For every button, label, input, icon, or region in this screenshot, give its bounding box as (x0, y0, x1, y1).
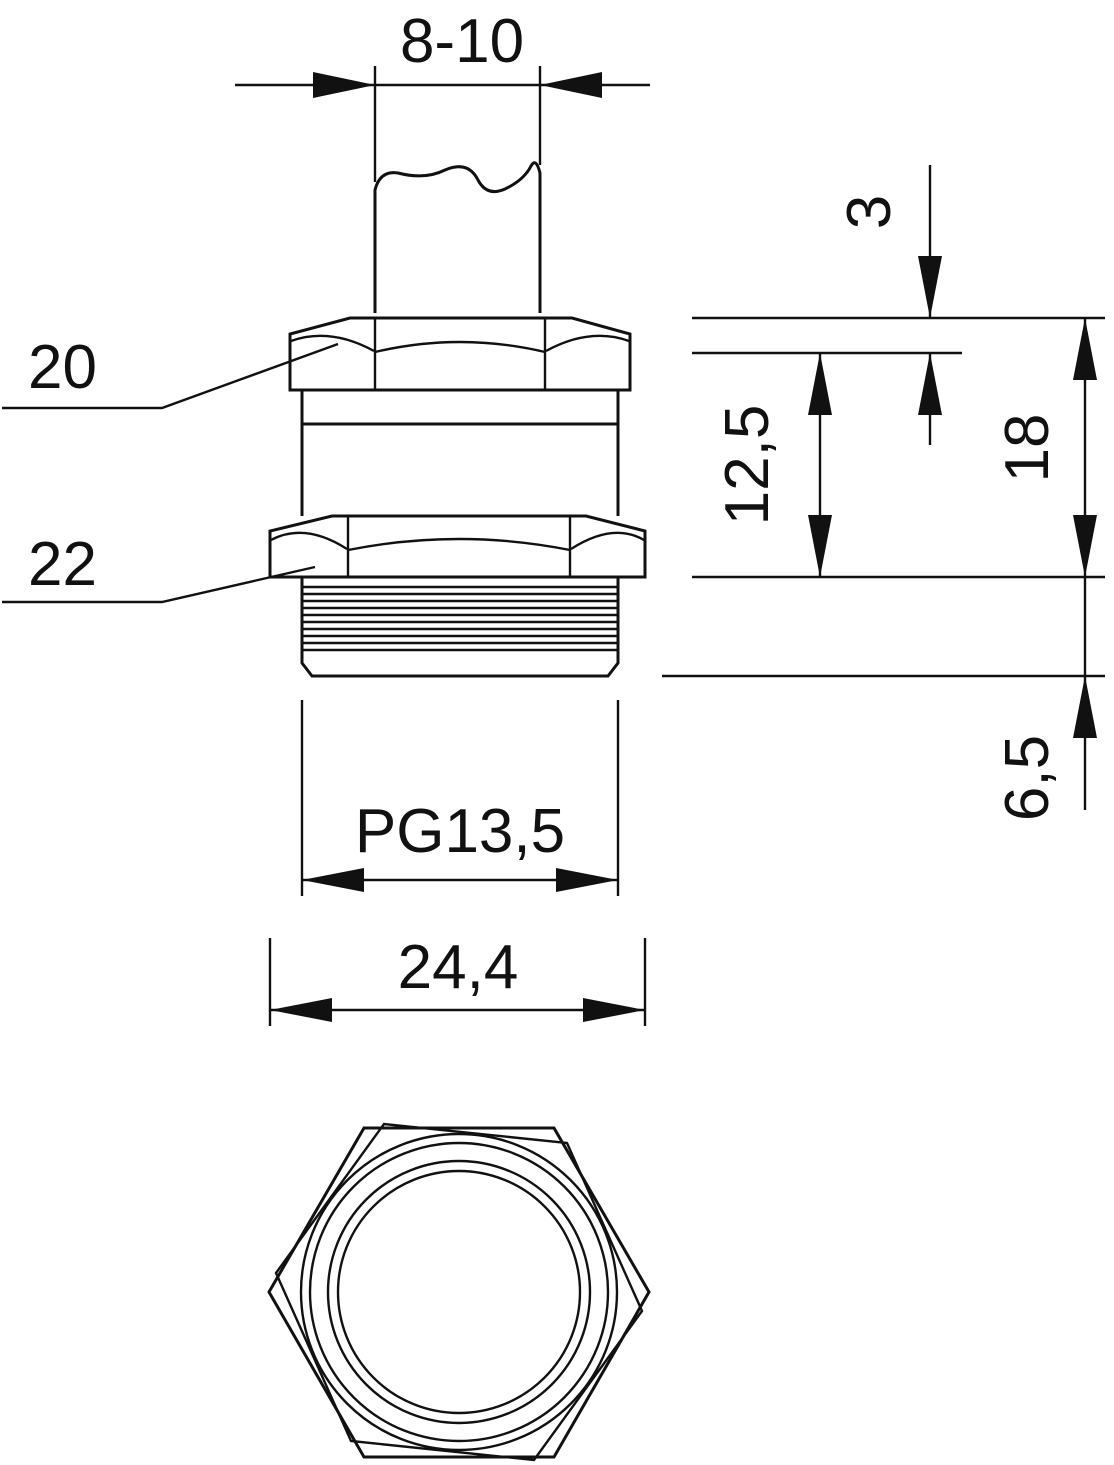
top-hex-cap-outline (288, 316, 632, 392)
arrowhead (270, 998, 332, 1022)
spanner-top-label: 20 (28, 333, 97, 402)
top-hex-chamfer-arcs (290, 334, 630, 354)
extension-lines (300, 700, 620, 896)
bore-circle (336, 1169, 582, 1415)
cable-outline (373, 161, 542, 313)
body-outline (300, 390, 620, 516)
outer-hexagon (267, 1126, 651, 1459)
dim-thread-size: PG13,5 (300, 700, 620, 896)
chamfer-circle-outer (299, 1132, 619, 1452)
dim-thread-size-label: PG13,5 (355, 797, 565, 866)
dim-crown-height-label: 3 (835, 195, 904, 229)
side-view (268, 161, 647, 678)
dim-body-height-label: 12,5 (713, 405, 782, 526)
dim-thread-length-label: 6,5 (993, 735, 1062, 821)
lower-hex-chamfer-arcs (270, 531, 645, 552)
extension-lines (373, 66, 542, 182)
dim-across-corners-label: 24,4 (398, 933, 519, 1002)
arrowhead (918, 256, 942, 318)
arrowhead (313, 72, 375, 98)
dim-height-without-thread-label: 18 (993, 414, 1062, 483)
dim-across-corners: 24,4 (268, 933, 647, 1026)
thread-section-outline (300, 577, 620, 678)
thread-major-circle (326, 1159, 592, 1425)
dim-cable-range: 8-10 (235, 7, 650, 182)
arrowhead (540, 72, 602, 98)
leader-line (2, 565, 316, 604)
arrowhead (556, 868, 618, 892)
bottom-view (267, 1122, 651, 1462)
dim-crown-height: 3 (835, 165, 942, 445)
chamfer-circle-inner (308, 1141, 610, 1443)
dim-thread-length: 6,5 (993, 676, 1097, 821)
arrowhead (918, 353, 942, 415)
top-hex-facet-edges (373, 318, 547, 390)
arrowhead (1073, 676, 1097, 738)
lower-hex-outline (268, 514, 647, 579)
inner-rotated-hexagon (274, 1122, 644, 1462)
dim-body-height: 12,5 (713, 353, 832, 577)
arrowhead (583, 998, 645, 1022)
dim-height-without-thread: 18 (993, 318, 1097, 810)
arrowhead (808, 515, 832, 577)
leader-spanner-bottom: 22 (2, 530, 316, 604)
arrowhead (808, 353, 832, 415)
leader-spanner-top: 20 (2, 333, 339, 410)
leader-line (2, 342, 339, 410)
arrowhead (302, 868, 364, 892)
spanner-bottom-label: 22 (28, 530, 97, 599)
arrowhead (1073, 318, 1097, 380)
dim-cable-range-label: 8-10 (400, 7, 524, 76)
right-extension-lines (662, 316, 1105, 678)
lower-hex-facet-edges (346, 516, 572, 577)
thread-lines (303, 585, 617, 652)
extension-lines (268, 938, 647, 1026)
arrowhead (1073, 515, 1097, 577)
